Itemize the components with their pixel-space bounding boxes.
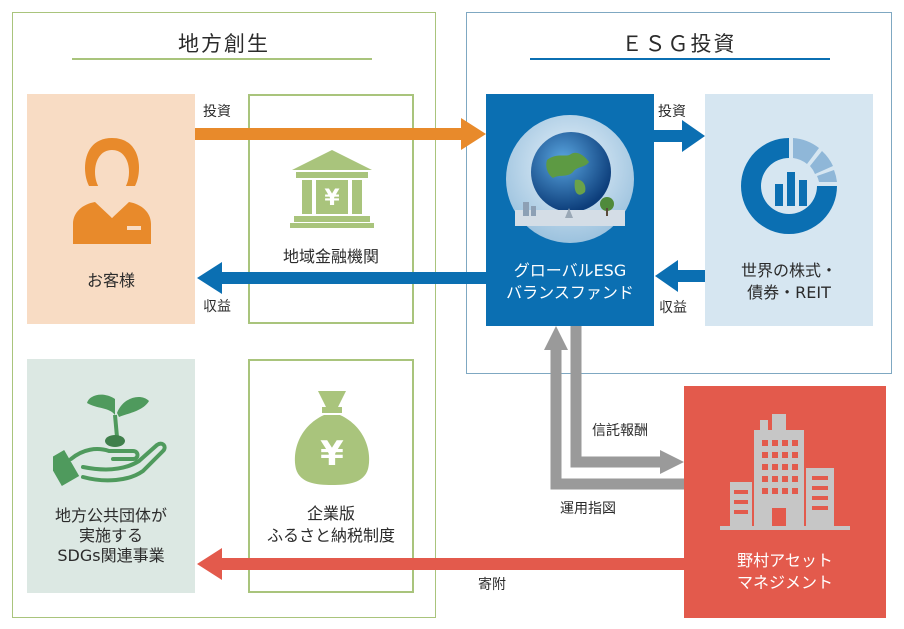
fund-box: グローバルESG バランスファンド (486, 94, 654, 326)
svg-text:¥: ¥ (320, 434, 344, 474)
left-section-title: 地方創生 (178, 32, 270, 56)
customer-label: お客様 (86, 271, 135, 290)
fund-label-line2: バランスファンド (506, 283, 634, 302)
operation-arrow-nomura-to-fund (544, 326, 684, 490)
donut-chart-icon (735, 132, 843, 240)
sdgs-label-line1: 地方公共団体が (54, 506, 167, 525)
nomura-asset-management-box: 野村アセット マネジメント (684, 386, 886, 618)
right-title-underline (530, 58, 830, 60)
trust-fee-label: 信託報酬 (592, 423, 648, 439)
invest-arrow-fund-to-assets (654, 120, 705, 152)
office-building-icon (720, 412, 850, 532)
return-arrow-fund-to-customer (197, 262, 486, 294)
assets-label-line1: 世界の株式・ (740, 261, 837, 280)
invest-arrow-customer-to-fund (195, 118, 486, 150)
sdgs-label-line2: 実施する (78, 526, 143, 545)
hometown-tax-box: ¥ 企業版 ふるさと納税制度 (248, 359, 414, 593)
hand-sprout-icon (53, 389, 169, 489)
return-arrow-assets-to-fund (655, 260, 705, 292)
invest-label-customer: 投資 (203, 104, 231, 120)
donation-arrow-nomura-to-sdgs (197, 548, 684, 580)
trust-fee-arrow-fund-to-nomura (570, 326, 684, 474)
customer-box: お客様 (27, 94, 195, 324)
donation-label: 寄附 (478, 577, 506, 593)
tax-label-line2: ふるさと納税制度 (266, 526, 395, 545)
globe-icon (505, 114, 635, 244)
nomura-label-line2: マネジメント (736, 573, 833, 592)
global-assets-box: 世界の株式・ 債券・REIT (705, 94, 873, 326)
esg-investment-frame (466, 12, 892, 374)
bank-label: 地域金融機関 (282, 247, 379, 266)
customer-person-icon (69, 134, 155, 244)
operation-label: 運用指図 (560, 501, 616, 517)
nomura-label-line1: 野村アセット (737, 551, 833, 570)
svg-text:¥: ¥ (324, 186, 340, 211)
regional-revitalization-frame (12, 12, 436, 618)
left-title-underline (72, 58, 372, 60)
return-label-assets: 収益 (659, 300, 687, 316)
invest-label-assets: 投資 (658, 104, 686, 120)
money-bag-icon: ¥ (288, 387, 376, 487)
sdgs-project-box: 地方公共団体が 実施する SDGs関連事業 (27, 359, 195, 593)
assets-label-line2: 債券・REIT (747, 283, 831, 302)
sdgs-label-line3: SDGs関連事業 (57, 546, 165, 565)
tax-label-line1: 企業版 (306, 504, 355, 523)
fund-label-line1: グローバルESG (513, 261, 627, 280)
right-section-title: ＥＳＧ投資 (621, 32, 737, 56)
bank-building-icon: ¥ (288, 148, 376, 228)
return-label-customer: 収益 (203, 299, 231, 315)
